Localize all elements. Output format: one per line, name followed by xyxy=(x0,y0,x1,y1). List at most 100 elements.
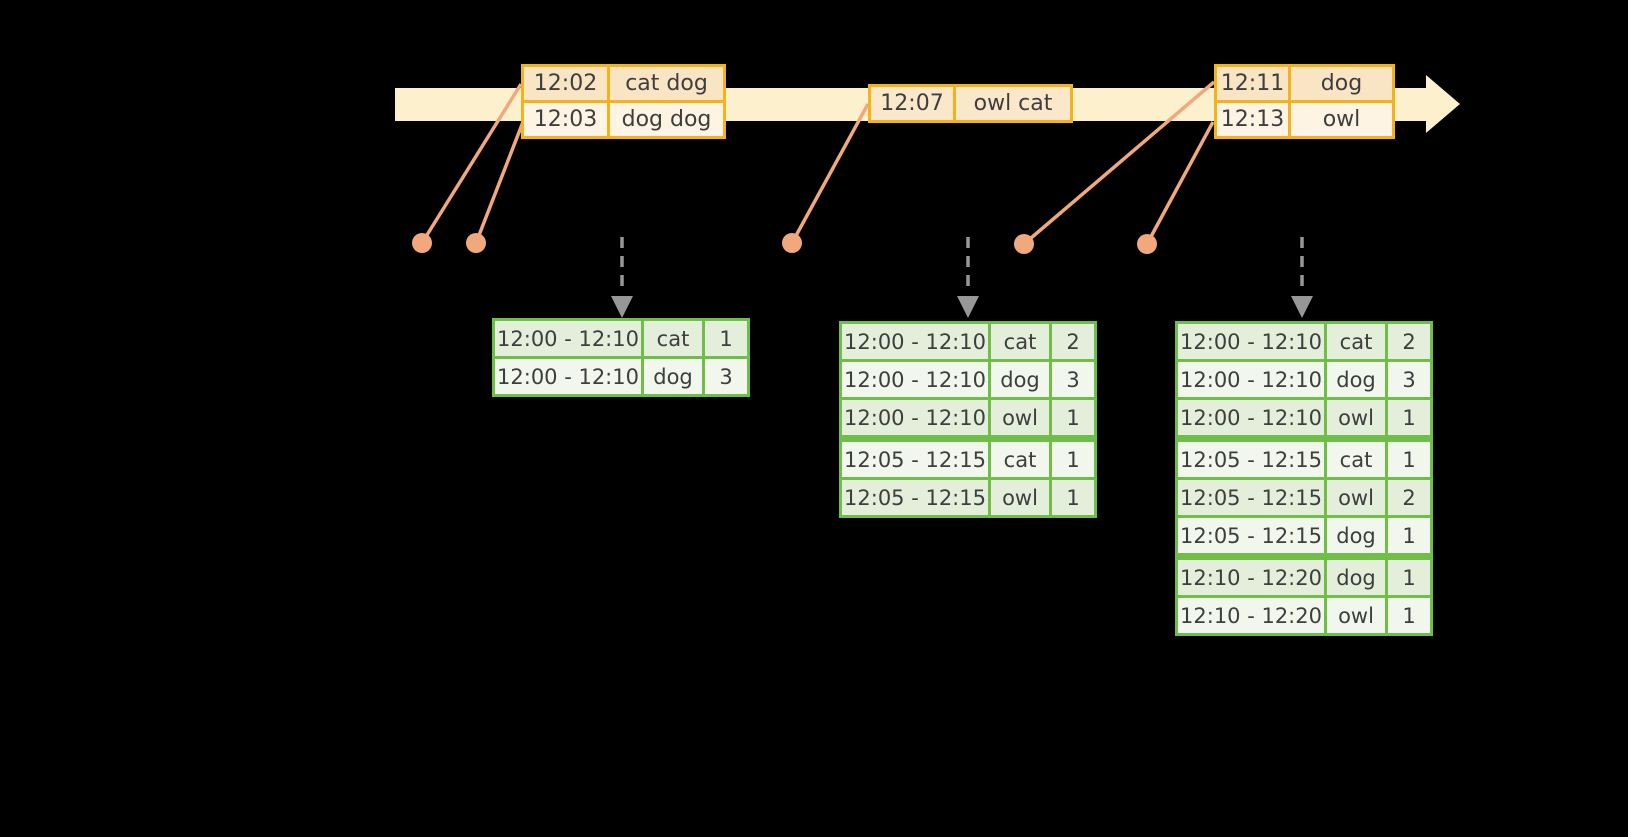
cell-word: owl xyxy=(988,397,1052,440)
cell-words: owl cat xyxy=(953,84,1073,123)
cell-count: 1 xyxy=(702,318,750,359)
cell-count: 2 xyxy=(1385,321,1433,362)
cell-window: 12:00 - 12:10 xyxy=(1175,397,1327,440)
cell-count: 1 xyxy=(1049,477,1097,518)
cell-count: 1 xyxy=(1049,435,1097,480)
cell-window: 12:05 - 12:15 xyxy=(1175,435,1327,480)
cell-window: 12:00 - 12:10 xyxy=(1175,321,1327,362)
cell-count: 1 xyxy=(1385,397,1433,440)
cell-time: 12:03 xyxy=(521,100,610,139)
cell-count: 3 xyxy=(1049,359,1097,400)
cell-word: owl xyxy=(1324,397,1388,440)
cell-word: dog xyxy=(988,359,1052,400)
event-dot xyxy=(1014,234,1034,254)
connector-lines xyxy=(420,80,1216,246)
connector-line xyxy=(420,83,523,244)
down-arrowhead-icon xyxy=(1291,296,1313,318)
cell-count: 1 xyxy=(1385,553,1433,598)
cell-time: 12:02 xyxy=(521,64,610,103)
down-arrowhead-icon xyxy=(611,296,633,318)
cell-window: 12:05 - 12:15 xyxy=(839,435,991,480)
cell-window: 12:05 - 12:15 xyxy=(1175,515,1327,558)
event-dot xyxy=(466,233,486,253)
cell-words: cat dog xyxy=(607,64,726,103)
cell-window: 12:00 - 12:10 xyxy=(1175,359,1327,400)
cell-word: cat xyxy=(988,435,1052,480)
cell-count: 1 xyxy=(1385,595,1433,636)
cell-word: dog xyxy=(641,356,705,397)
cell-window: 12:00 - 12:10 xyxy=(492,318,644,359)
cell-time: 12:13 xyxy=(1214,100,1291,139)
cell-window: 12:00 - 12:10 xyxy=(839,397,991,440)
connector-line xyxy=(1022,80,1216,246)
cell-words: owl xyxy=(1288,100,1395,139)
cell-count: 3 xyxy=(702,356,750,397)
cell-word: owl xyxy=(1324,595,1388,636)
arrowheads xyxy=(611,296,1313,318)
down-arrowhead-icon xyxy=(957,296,979,318)
connector-line xyxy=(1145,121,1215,245)
cell-words: dog xyxy=(1288,64,1395,103)
dashed-arrows xyxy=(620,237,1304,294)
cell-count: 2 xyxy=(1049,321,1097,362)
event-dot xyxy=(1137,234,1157,254)
event-dot xyxy=(412,233,432,253)
cell-time: 12:11 xyxy=(1214,64,1291,103)
cell-word: cat xyxy=(988,321,1052,362)
cell-word: dog xyxy=(1324,553,1388,598)
connector-line xyxy=(790,103,870,244)
cell-window: 12:00 - 12:10 xyxy=(839,321,991,362)
connector-line xyxy=(474,121,525,244)
cell-window: 12:10 - 12:20 xyxy=(1175,595,1327,636)
event-dot xyxy=(782,233,802,253)
cell-time: 12:07 xyxy=(868,84,956,123)
cell-word: owl xyxy=(1324,477,1388,518)
cell-word: dog xyxy=(1324,515,1388,558)
cell-word: owl xyxy=(988,477,1052,518)
cell-window: 12:05 - 12:15 xyxy=(839,477,991,518)
cell-word: cat xyxy=(1324,435,1388,480)
cell-count: 2 xyxy=(1385,477,1433,518)
cell-count: 1 xyxy=(1385,515,1433,558)
cell-word: dog xyxy=(1324,359,1388,400)
event-dots xyxy=(412,233,1157,254)
cell-word: cat xyxy=(1324,321,1388,362)
cell-window: 12:05 - 12:15 xyxy=(1175,477,1327,518)
cell-window: 12:00 - 12:10 xyxy=(839,359,991,400)
cell-count: 1 xyxy=(1049,397,1097,440)
cell-word: cat xyxy=(641,318,705,359)
cell-window: 12:10 - 12:20 xyxy=(1175,553,1327,598)
cell-words: dog dog xyxy=(607,100,726,139)
timeline-arrowhead-icon xyxy=(1426,75,1460,133)
cell-window: 12:00 - 12:10 xyxy=(492,356,644,397)
cell-count: 3 xyxy=(1385,359,1433,400)
cell-count: 1 xyxy=(1385,435,1433,480)
